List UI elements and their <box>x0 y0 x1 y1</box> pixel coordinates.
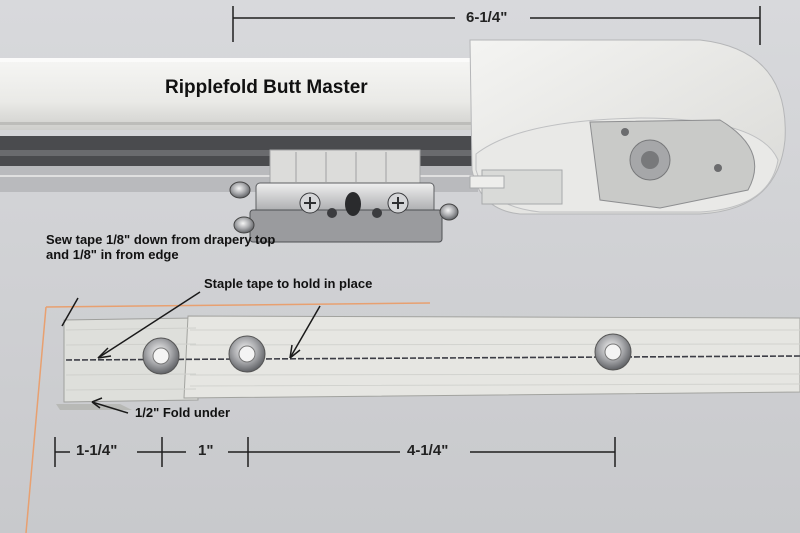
top-dimension-label: 6-1/4" <box>466 9 508 26</box>
dimension-label-3: 4-1/4" <box>407 442 449 459</box>
buckram-tape <box>56 315 800 410</box>
annotation-arrows <box>61 291 321 414</box>
dimension-label-1: 1-1/4" <box>76 442 118 459</box>
butt-master-carrier <box>229 149 459 243</box>
end-cap <box>469 39 786 215</box>
dimension-label-2: 1" <box>198 442 214 459</box>
bottom-dimension-line <box>54 437 616 467</box>
product-title: Ripplefold Butt Master <box>165 77 368 98</box>
drapery-edge-guide <box>25 302 431 533</box>
sew-instruction-note: Sew tape 1/8" down from drapery top and … <box>46 232 276 262</box>
top-dimension-line <box>232 6 761 45</box>
staple-instruction-note: Staple tape to hold in place <box>204 276 373 291</box>
fold-under-note: 1/2" Fold under <box>135 405 231 420</box>
